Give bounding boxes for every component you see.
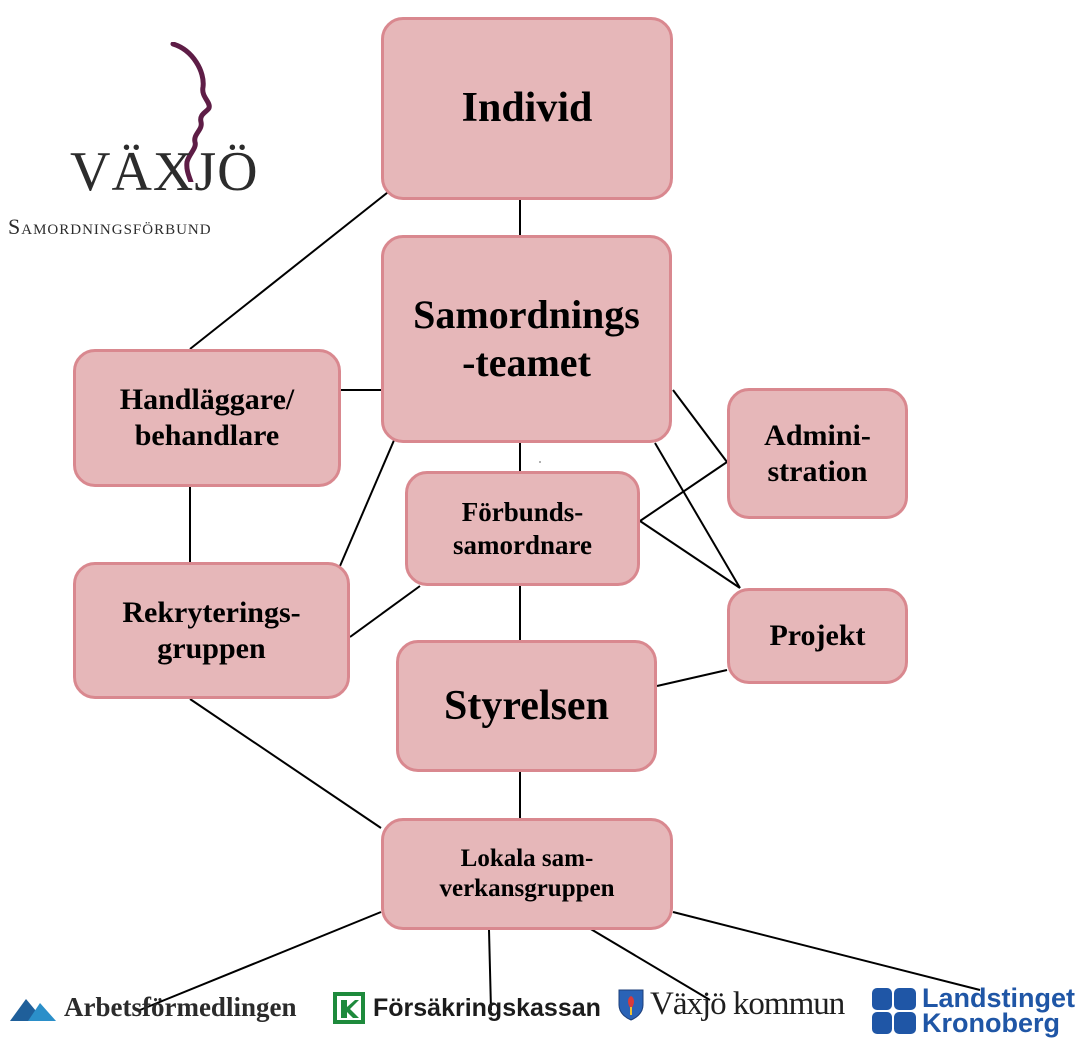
landstinget-kronoberg-icon — [872, 988, 916, 1034]
edge-forbundssamordnare-administration — [639, 461, 728, 522]
landstinget-kronoberg-logo: Landstinget Kronoberg — [872, 983, 1075, 1038]
node-styrelsen: Styrelsen — [396, 640, 657, 772]
node-individ: Individ — [381, 17, 673, 200]
node-samordningsteamet: Samordnings -teamet — [381, 235, 672, 443]
node-handlaggare-behandlare: Handläggare/ behandlare — [73, 349, 341, 487]
node-forbundssamordnare: Förbunds- samordnare — [405, 471, 640, 586]
face-profile-icon — [170, 42, 212, 182]
arbetsformedlingen-logo: Arbetsförmedlingen — [10, 992, 296, 1023]
edge-forbundssamordnare-rekryteringsgruppen — [349, 585, 421, 638]
edge-individ-handlaggare — [189, 184, 398, 350]
node-lokala-samverkansgruppen: Lokala sam- verkansgruppen — [381, 818, 673, 930]
node-rekryteringsgruppen: Rekryterings- gruppen — [73, 562, 350, 699]
edge-samordningsteamet-projekt — [654, 442, 741, 589]
vaxjo-kommun-shield-icon — [618, 989, 644, 1021]
vaxjo-kommun-label: Växjö kommun — [650, 986, 845, 1022]
forsakringskassan-logo: Försäkringskassan — [333, 992, 601, 1024]
edge-samordningsteamet-rekryteringsgruppen — [339, 430, 399, 567]
edge-samordningsteamet-administration — [672, 389, 728, 463]
forsakringskassan-label: Försäkringskassan — [373, 993, 601, 1022]
edge-forbundssamordnare-projekt — [639, 520, 741, 589]
stray-dot — [539, 461, 541, 463]
forsakringskassan-icon — [333, 992, 365, 1024]
edge-lokala-vaxjo-kommun — [583, 924, 711, 1001]
node-projekt: Projekt — [727, 588, 908, 684]
edge-styrelsen-projekt — [656, 669, 728, 687]
edge-lokala-arbetsformedlingen — [139, 911, 382, 1011]
arbetsformedlingen-icon — [10, 998, 56, 1021]
edge-lokala-forsakringskassan — [488, 929, 492, 1011]
landstinget-kronoberg-label: Landstinget Kronoberg — [922, 983, 1075, 1038]
vaxjo-kommun-logo: Växjö kommun — [618, 986, 845, 1023]
edge-rekryteringsgruppen-lokala — [189, 698, 382, 829]
vaxjo-samordningsforbund-logo: VÄXJÖ Samordningsförbund — [8, 42, 308, 242]
node-administration: Admini- stration — [727, 388, 908, 519]
arbetsformedlingen-label: Arbetsförmedlingen — [64, 992, 297, 1022]
edge-lokala-landstinget — [672, 911, 981, 991]
logo-subtitle: Samordningsförbund — [8, 214, 212, 239]
logo-title: VÄXJÖ — [70, 141, 259, 203]
